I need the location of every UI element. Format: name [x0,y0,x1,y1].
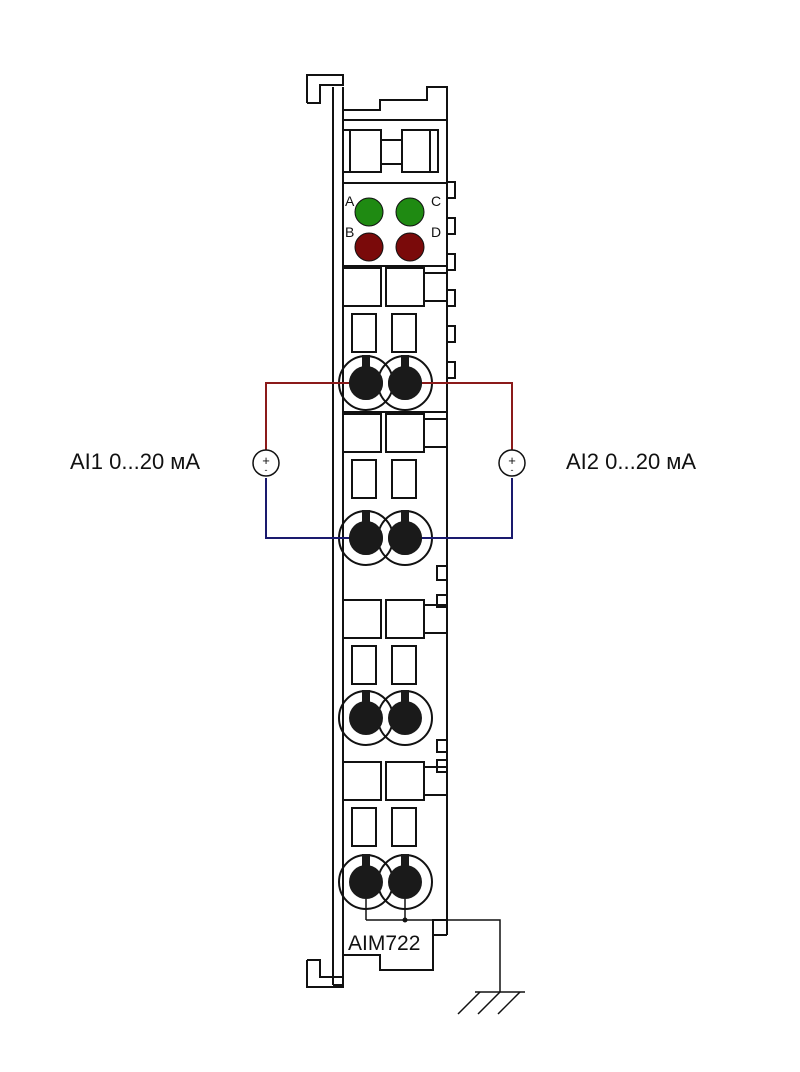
ai2-current-source-icon [498,449,526,477]
ai1-source-minus: - [265,465,268,475]
housing-side-steps [436,565,447,773]
ai1-positive-wire [265,382,366,450]
led-label-a: A [345,193,355,209]
ai2-negative-wire [405,478,513,539]
ai2-source-plus: + [508,453,516,468]
terminal-7[interactable] [349,865,383,899]
terminal-group-4 [338,761,448,910]
led-label-c: C [431,193,441,209]
din-rail-clip-bottom [306,959,344,988]
ai2-source-minus: - [511,465,514,475]
module-housing [332,86,456,986]
din-rail-clip-top [306,74,344,104]
terminal-6[interactable] [388,701,422,735]
led-label-b: B [345,224,354,240]
input-circuit-ai1: + - AI1 0...20 мА [70,382,366,539]
module-model-label: AIM722 [348,932,420,955]
ai2-label: AI2 0...20 мА [566,449,696,474]
ground-icon [457,991,525,1015]
ai1-negative-wire [265,478,366,539]
led-label-d: D [431,224,441,240]
terminal-group-3 [338,599,448,746]
led-d [395,232,425,262]
ai2-positive-wire [405,382,513,450]
terminal-5[interactable] [349,701,383,735]
terminal-8[interactable] [388,865,422,899]
ai1-source-plus: + [262,453,270,468]
ai1-current-source-icon [252,449,280,477]
input-circuit-ai2: + - AI2 0...20 мА [405,382,696,539]
led-a [354,197,384,227]
status-leds: A C B D [345,193,441,262]
led-c [395,197,425,227]
ground-wiring [365,899,525,1015]
led-b [354,232,384,262]
ai1-label: AI1 0...20 мА [70,449,200,474]
